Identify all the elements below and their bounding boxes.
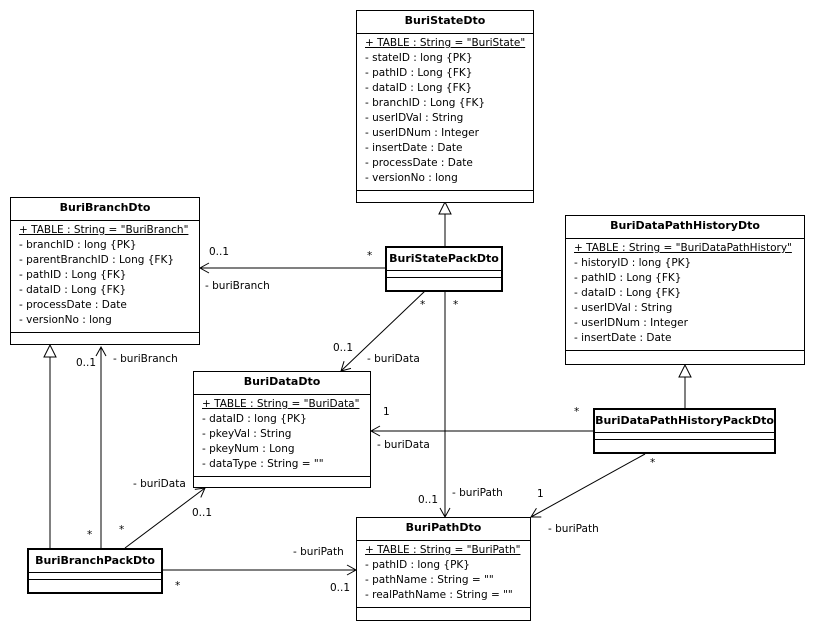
attribute-compartment: + TABLE : String = "BuriState" - stateID… <box>357 34 533 191</box>
attribute-compartment <box>595 433 774 440</box>
attribute: - dataID : Long {FK} <box>574 287 682 299</box>
attribute: - pathName : String = "" <box>365 574 494 586</box>
attribute: + TABLE : String = "BuriData" <box>202 398 360 410</box>
attribute-compartment <box>29 573 161 580</box>
attribute: + TABLE : String = "BuriBranch" <box>19 224 189 236</box>
class-buri-path-dto[interactable]: BuriPathDto + TABLE : String = "BuriPath… <box>356 517 531 621</box>
class-buri-data-path-history-dto[interactable]: BuriDataPathHistoryDto + TABLE : String … <box>565 215 805 365</box>
attribute: - processDate : Date <box>365 157 473 169</box>
attribute: - userIDVal : String <box>365 112 464 124</box>
attribute-compartment <box>387 271 501 278</box>
attribute: - insertDate : Date <box>365 142 463 154</box>
role-label: - buriPath <box>293 546 344 558</box>
attribute-compartment: + TABLE : String = "BuriDataPathHistory"… <box>566 239 804 351</box>
attribute-compartment: + TABLE : String = "BuriPath" - pathID :… <box>357 541 530 608</box>
multiplicity-label: 1 <box>383 406 390 418</box>
attribute: - processDate : Date <box>19 299 127 311</box>
attribute: - stateID : long {PK} <box>365 52 473 64</box>
multiplicity-label: 0..1 <box>192 507 213 519</box>
class-name: BuriDataPathHistoryDto <box>566 216 804 239</box>
multiplicity-label: * <box>87 529 93 541</box>
class-buri-branch-pack-dto[interactable]: BuriBranchPackDto <box>27 548 163 594</box>
attribute: + TABLE : String = "BuriPath" <box>365 544 521 556</box>
attribute: + TABLE : String = "BuriDataPathHistory" <box>574 242 792 254</box>
operation-compartment <box>11 333 199 345</box>
operation-compartment <box>595 440 774 446</box>
multiplicity-label: * <box>453 299 459 311</box>
role-label: - buriPath <box>452 487 503 499</box>
multiplicity-label: * <box>119 524 125 536</box>
class-name: BuriDataDto <box>194 372 370 395</box>
class-name: BuriStateDto <box>357 11 533 34</box>
assoc-statepack-data <box>340 290 426 372</box>
class-name: BuriPathDto <box>357 518 530 541</box>
attribute-compartment: + TABLE : String = "BuriData" - dataID :… <box>194 395 370 477</box>
multiplicity-label: 0..1 <box>418 494 439 506</box>
attribute: - dataType : String = "" <box>202 458 324 470</box>
multiplicity-label: * <box>420 299 426 311</box>
attribute: - dataID : Long {FK} <box>365 82 473 94</box>
attribute: - insertDate : Date <box>574 332 672 344</box>
attribute: - pathID : long {PK} <box>365 559 470 571</box>
multiplicity-label: 0..1 <box>76 357 97 369</box>
class-name: BuriBranchDto <box>11 198 199 221</box>
attribute: - pathID : Long {FK} <box>365 67 473 79</box>
attribute: - versionNo : long <box>365 172 458 184</box>
attribute: - userIDNum : Integer <box>574 317 688 329</box>
assoc-historypack-path <box>530 453 646 518</box>
attribute-compartment: + TABLE : String = "BuriBranch" - branch… <box>11 221 199 333</box>
generalization-triangle-history <box>678 363 692 378</box>
attribute: - parentBranchID : Long {FK} <box>19 254 175 266</box>
multiplicity-label: * <box>367 250 373 262</box>
attribute: - userIDVal : String <box>574 302 673 314</box>
class-name: BuriDataPathHistoryPackDto <box>595 410 774 433</box>
attribute: - versionNo : long <box>19 314 112 326</box>
attribute: - pkeyNum : Long <box>202 443 295 455</box>
attribute: - pkeyVal : String <box>202 428 292 440</box>
attribute: - pathID : Long {FK} <box>574 272 682 284</box>
multiplicity-label: 0..1 <box>333 342 354 354</box>
attribute: - realPathName : String = "" <box>365 589 513 601</box>
generalization-triangle-branch <box>43 343 57 358</box>
attribute: - historyID : long {PK} <box>574 257 692 269</box>
class-buri-state-dto[interactable]: BuriStateDto + TABLE : String = "BuriSta… <box>356 10 534 203</box>
multiplicity-label: 1 <box>537 488 544 500</box>
assoc-branchpack-data <box>124 487 206 549</box>
class-buri-state-pack-dto[interactable]: BuriStatePackDto <box>385 246 503 292</box>
attribute: - pathID : Long {FK} <box>19 269 127 281</box>
role-label: - buriData <box>377 439 430 451</box>
operation-compartment <box>357 608 530 620</box>
attribute: - dataID : long {PK} <box>202 413 307 425</box>
attribute: - branchID : long {PK} <box>19 239 137 251</box>
class-name: BuriBranchPackDto <box>29 550 161 573</box>
operation-compartment <box>387 278 501 284</box>
multiplicity-label: * <box>650 457 656 469</box>
class-buri-data-dto[interactable]: BuriDataDto + TABLE : String = "BuriData… <box>193 371 371 488</box>
attribute: - branchID : Long {FK} <box>365 97 486 109</box>
attribute: - dataID : Long {FK} <box>19 284 127 296</box>
role-label: - buriData <box>367 353 420 365</box>
multiplicity-label: * <box>175 580 181 592</box>
attribute: - userIDNum : Integer <box>365 127 479 139</box>
class-buri-branch-dto[interactable]: BuriBranchDto + TABLE : String = "BuriBr… <box>10 197 200 345</box>
role-label: - buriBranch <box>113 353 178 365</box>
operation-compartment <box>357 191 533 203</box>
operation-compartment <box>29 580 161 586</box>
class-buri-data-path-history-pack-dto[interactable]: BuriDataPathHistoryPackDto <box>593 408 776 454</box>
multiplicity-label: 0..1 <box>330 582 351 594</box>
multiplicity-label: 0..1 <box>209 246 230 258</box>
class-name: BuriStatePackDto <box>387 248 501 271</box>
role-label: - buriData <box>133 478 186 490</box>
operation-compartment <box>566 351 804 363</box>
generalization-triangle-state <box>438 200 452 215</box>
role-label: - buriPath <box>548 523 599 535</box>
multiplicity-label: * <box>574 406 580 418</box>
operation-compartment <box>194 477 370 489</box>
attribute: + TABLE : String = "BuriState" <box>365 37 526 49</box>
role-label: - buriBranch <box>205 280 270 292</box>
